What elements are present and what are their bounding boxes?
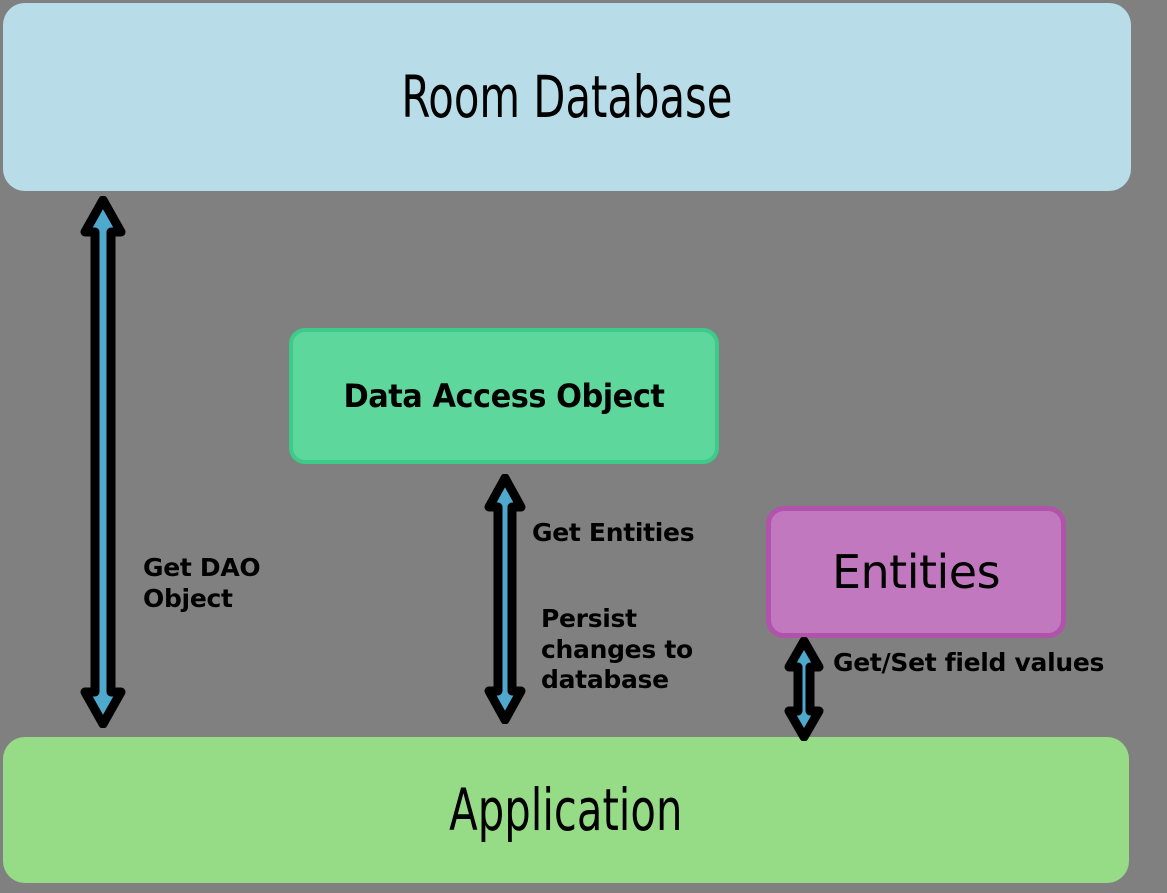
room-database-box: Room Database — [3, 3, 1131, 191]
dao-arrow-icon — [484, 474, 526, 724]
entities-label: Entities — [831, 545, 1001, 599]
get-dao-object-arrow-icon — [80, 196, 126, 728]
data-access-object-box: Data Access Object — [289, 328, 719, 464]
persist-changes-label: Persist changes to database — [541, 604, 693, 694]
get-set-field-values-label: Get/Set field values — [833, 648, 1105, 677]
entities-arrow-icon — [784, 637, 824, 741]
entities-box: Entities — [766, 506, 1066, 638]
get-dao-object-label: Get DAO Object — [143, 553, 261, 613]
application-label: Application — [449, 776, 683, 844]
data-access-object-label: Data Access Object — [343, 377, 665, 415]
room-database-label: Room Database — [401, 63, 733, 131]
application-box: Application — [3, 737, 1129, 883]
get-entities-label: Get Entities — [532, 518, 695, 547]
